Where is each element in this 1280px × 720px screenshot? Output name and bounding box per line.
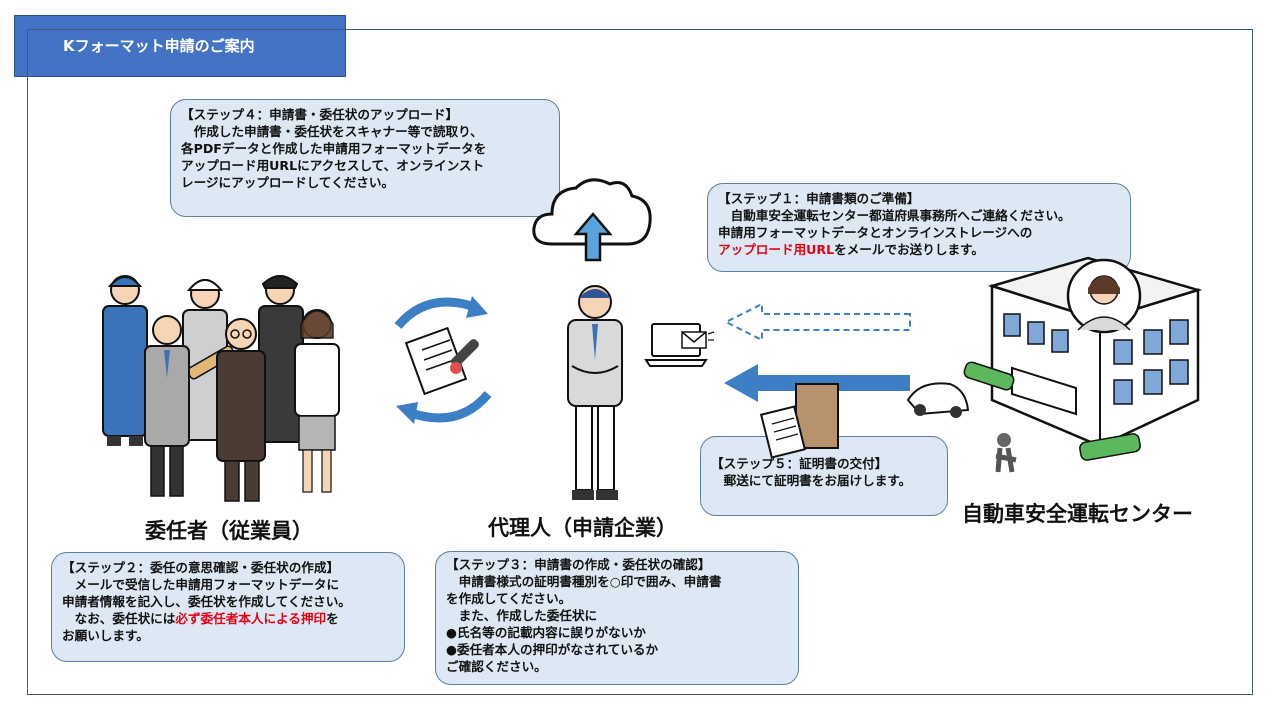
step2-line: を	[326, 611, 339, 626]
agent-businessman-icon	[567, 285, 623, 500]
step2-line: お願いします。	[62, 628, 149, 643]
step2-line: メールで受信した申請用フォーマットデータに	[62, 577, 340, 592]
pedestrian-figure	[995, 433, 1017, 473]
step1-url-highlight: アップロード用URL	[718, 242, 835, 257]
step2-heading: 【ステップ２：委任の意思確認・委任状の作成】	[62, 560, 340, 575]
worker-blue-figure	[102, 275, 148, 446]
page-title: Kフォーマット申請のご案内	[14, 15, 346, 77]
step5-bubble: 【ステップ５：証明書の交付】 郵送にて証明書をお届けします。	[700, 436, 948, 516]
businessman-grey-figure	[144, 315, 190, 497]
senior-man-figure	[216, 318, 266, 502]
step3-line: ●委任者本人の押印がなされているか	[446, 642, 659, 657]
step3-line: 申請書様式の証明書種別を○印で囲み、申請書	[446, 574, 722, 589]
step1-bubble: 【ステップ１：申請書類のご準備】 自動車安全運転センター都道府県事務所へご連絡く…	[707, 183, 1131, 272]
certificate-package-icon	[759, 383, 839, 459]
step4-heading: 【ステップ４：申請書・委任状のアップロード】	[181, 107, 459, 122]
step1-line: 自動車安全運転センター都道府県事務所へご連絡ください。	[718, 208, 1071, 223]
step5-line: 郵送にて証明書をお届けします。	[711, 473, 912, 488]
step4-line: レージにアップロードしてください。	[181, 175, 395, 190]
operator-avatar	[1066, 258, 1142, 334]
center-label: 自動車安全運転センター	[962, 502, 1193, 526]
document-exchange-icon	[394, 296, 492, 424]
step3-line: ●氏名等の記載内容に誤りがないか	[446, 625, 646, 640]
step2-line: なお、委任状には	[62, 611, 176, 626]
businesswoman-figure	[294, 309, 340, 493]
agent-label: 代理人（申請企業）	[488, 516, 677, 540]
employees-group-icon	[102, 275, 340, 502]
cloud-upload-icon	[532, 178, 652, 262]
content-frame	[27, 29, 1253, 695]
step4-line: 作成した申請書・委任状をスキャナー等で読取り、	[181, 124, 483, 139]
step5-heading: 【ステップ５：証明書の交付】	[711, 456, 888, 471]
step1-heading: 【ステップ１：申請書類のご準備】	[718, 191, 920, 206]
step4-line: アップロード用URLにアクセスして、オンラインスト	[181, 158, 485, 173]
laptop-email-icon	[644, 323, 715, 367]
email-dashed-arrow	[723, 302, 911, 342]
step2-line: 申請者情報を記入し、委任状を作成してください。	[62, 594, 351, 609]
step3-line: を作成してください。	[446, 591, 572, 606]
safety-center-building-icon	[906, 256, 1203, 473]
step2-bubble: 【ステップ２：委任の意思確認・委任状の作成】 メールで受信した申請用フォーマット…	[51, 552, 405, 662]
step4-bubble: 【ステップ４：申請書・委任状のアップロード】 作成した申請書・委任状をスキャナー…	[170, 99, 560, 217]
step1-line: 申請用フォーマットデータとオンラインストレージへの	[718, 225, 1033, 240]
step3-heading: 【ステップ３：申請書の作成・委任状の確認】	[446, 557, 711, 572]
principal-label: 委任者（従業員）	[145, 519, 313, 543]
step4-line: 各PDFデータと作成した申請用フォーマットデータを	[181, 141, 487, 156]
step3-line: ご確認ください。	[446, 659, 547, 674]
step1-line: をメールでお送りします。	[834, 242, 984, 257]
step3-bubble: 【ステップ３：申請書の作成・委任状の確認】 申請書様式の証明書種別を○印で囲み、…	[435, 551, 799, 685]
step3-line: また、作成した委任状に	[446, 608, 598, 623]
step2-seal-highlight: 必ず委任者本人による押印	[175, 611, 327, 626]
